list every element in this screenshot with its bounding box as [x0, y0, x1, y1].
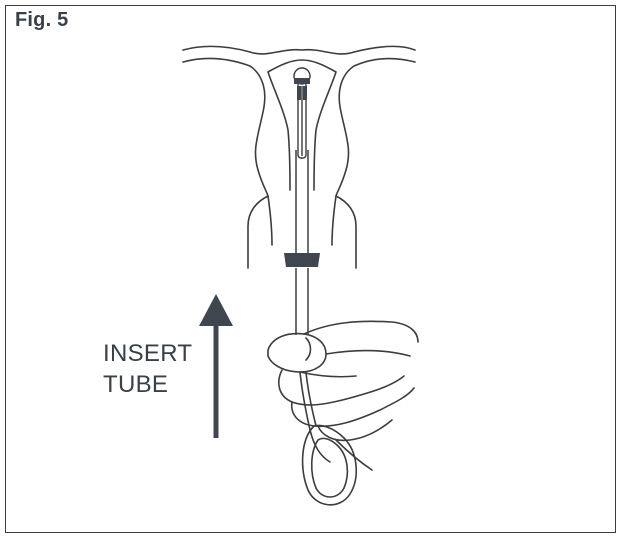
iud-arms	[294, 78, 310, 84]
inserter-tube	[295, 150, 309, 335]
iud-arm-mark-right	[303, 86, 307, 100]
figure-label: Fig. 5	[15, 9, 69, 31]
figure-frame	[5, 5, 616, 533]
plunger-handle	[299, 371, 373, 506]
canal-left	[267, 195, 273, 246]
cervix-left	[247, 195, 269, 269]
cervix-right	[335, 195, 357, 269]
uterus-outline	[182, 45, 416, 197]
iud-arm-mark	[297, 86, 301, 100]
flange-stopper	[284, 253, 320, 267]
instruction-line-tube: TUBE	[103, 371, 169, 398]
insert-arrow-icon	[199, 294, 233, 438]
canal-right	[331, 195, 337, 246]
hand-illustration	[267, 320, 419, 442]
instruction-text: INSERT TUBE	[103, 338, 192, 400]
uterine-cavity	[267, 59, 337, 191]
instruction-line-insert: INSERT	[103, 340, 193, 367]
